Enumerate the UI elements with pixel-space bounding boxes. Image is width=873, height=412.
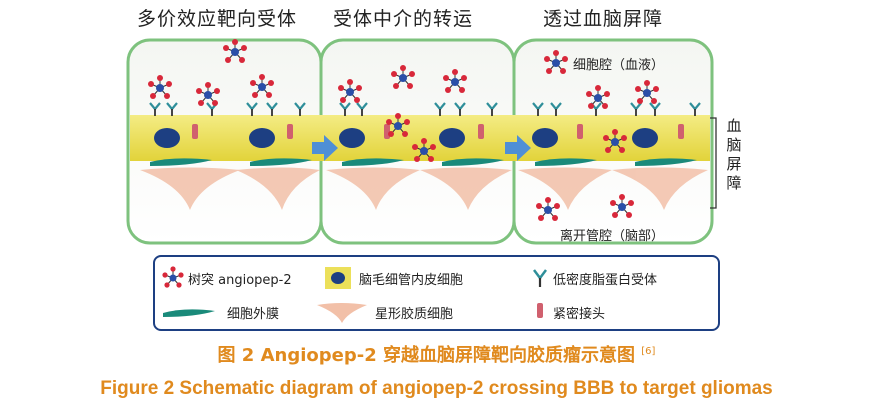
dendrimer-icon — [162, 266, 184, 288]
astrocytes — [140, 167, 708, 210]
brain-lumen-label: 离开管腔（脑部） — [560, 229, 665, 244]
basement-membrane — [150, 158, 697, 166]
caption-reference: [6] — [641, 346, 656, 357]
figure-caption-cn: 图 2 Angiopep-2 穿越血脑屏障靶向胶质瘤示意图 [6] — [0, 341, 873, 367]
caption-cn-text: 图 2 Angiopep-2 穿越血脑屏障靶向胶质瘤示意图 — [217, 345, 635, 366]
legend-endothelial: 脑毛细管内皮细胞 — [359, 273, 464, 288]
bbb-label: 血脑屏障 — [726, 117, 742, 192]
bbb-bracket — [710, 117, 717, 209]
endothelial-cell-icon — [325, 267, 351, 289]
legend: 树突 angiopep-2 脑毛细管内皮细胞 低密度脂蛋白受体 细胞外膜 星形胶… — [153, 255, 720, 331]
legend-receptor: 低密度脂蛋白受体 — [553, 273, 658, 288]
panel-title-1: 多价效应靶向受体 — [137, 8, 298, 30]
panel-title-2: 受体中介的转运 — [333, 8, 474, 30]
transition-arrows — [312, 135, 531, 161]
legend-astrocyte: 星形胶质细胞 — [375, 307, 454, 322]
tight-junctions — [192, 124, 684, 139]
junction-icon — [537, 303, 543, 318]
legend-junction: 紧密接头 — [553, 307, 606, 322]
bbb-diagram — [126, 38, 717, 245]
membrane-icon — [163, 309, 215, 317]
legend-membrane: 细胞外膜 — [227, 307, 280, 322]
panel-title-3: 透过血脑屏障 — [543, 8, 664, 30]
endothelial-cell-layer — [130, 115, 710, 161]
figure-caption-en: Figure 2 Schematic diagram of angiopep-2… — [100, 378, 773, 399]
blood-lumen-label: 细胞腔（血液） — [573, 58, 665, 73]
nuclei — [154, 128, 658, 148]
legend-icons — [162, 266, 547, 323]
legend-dendrimer: 树突 angiopep-2 — [188, 273, 292, 288]
receptor-icon — [533, 269, 547, 287]
astrocyte-icon — [317, 303, 367, 323]
